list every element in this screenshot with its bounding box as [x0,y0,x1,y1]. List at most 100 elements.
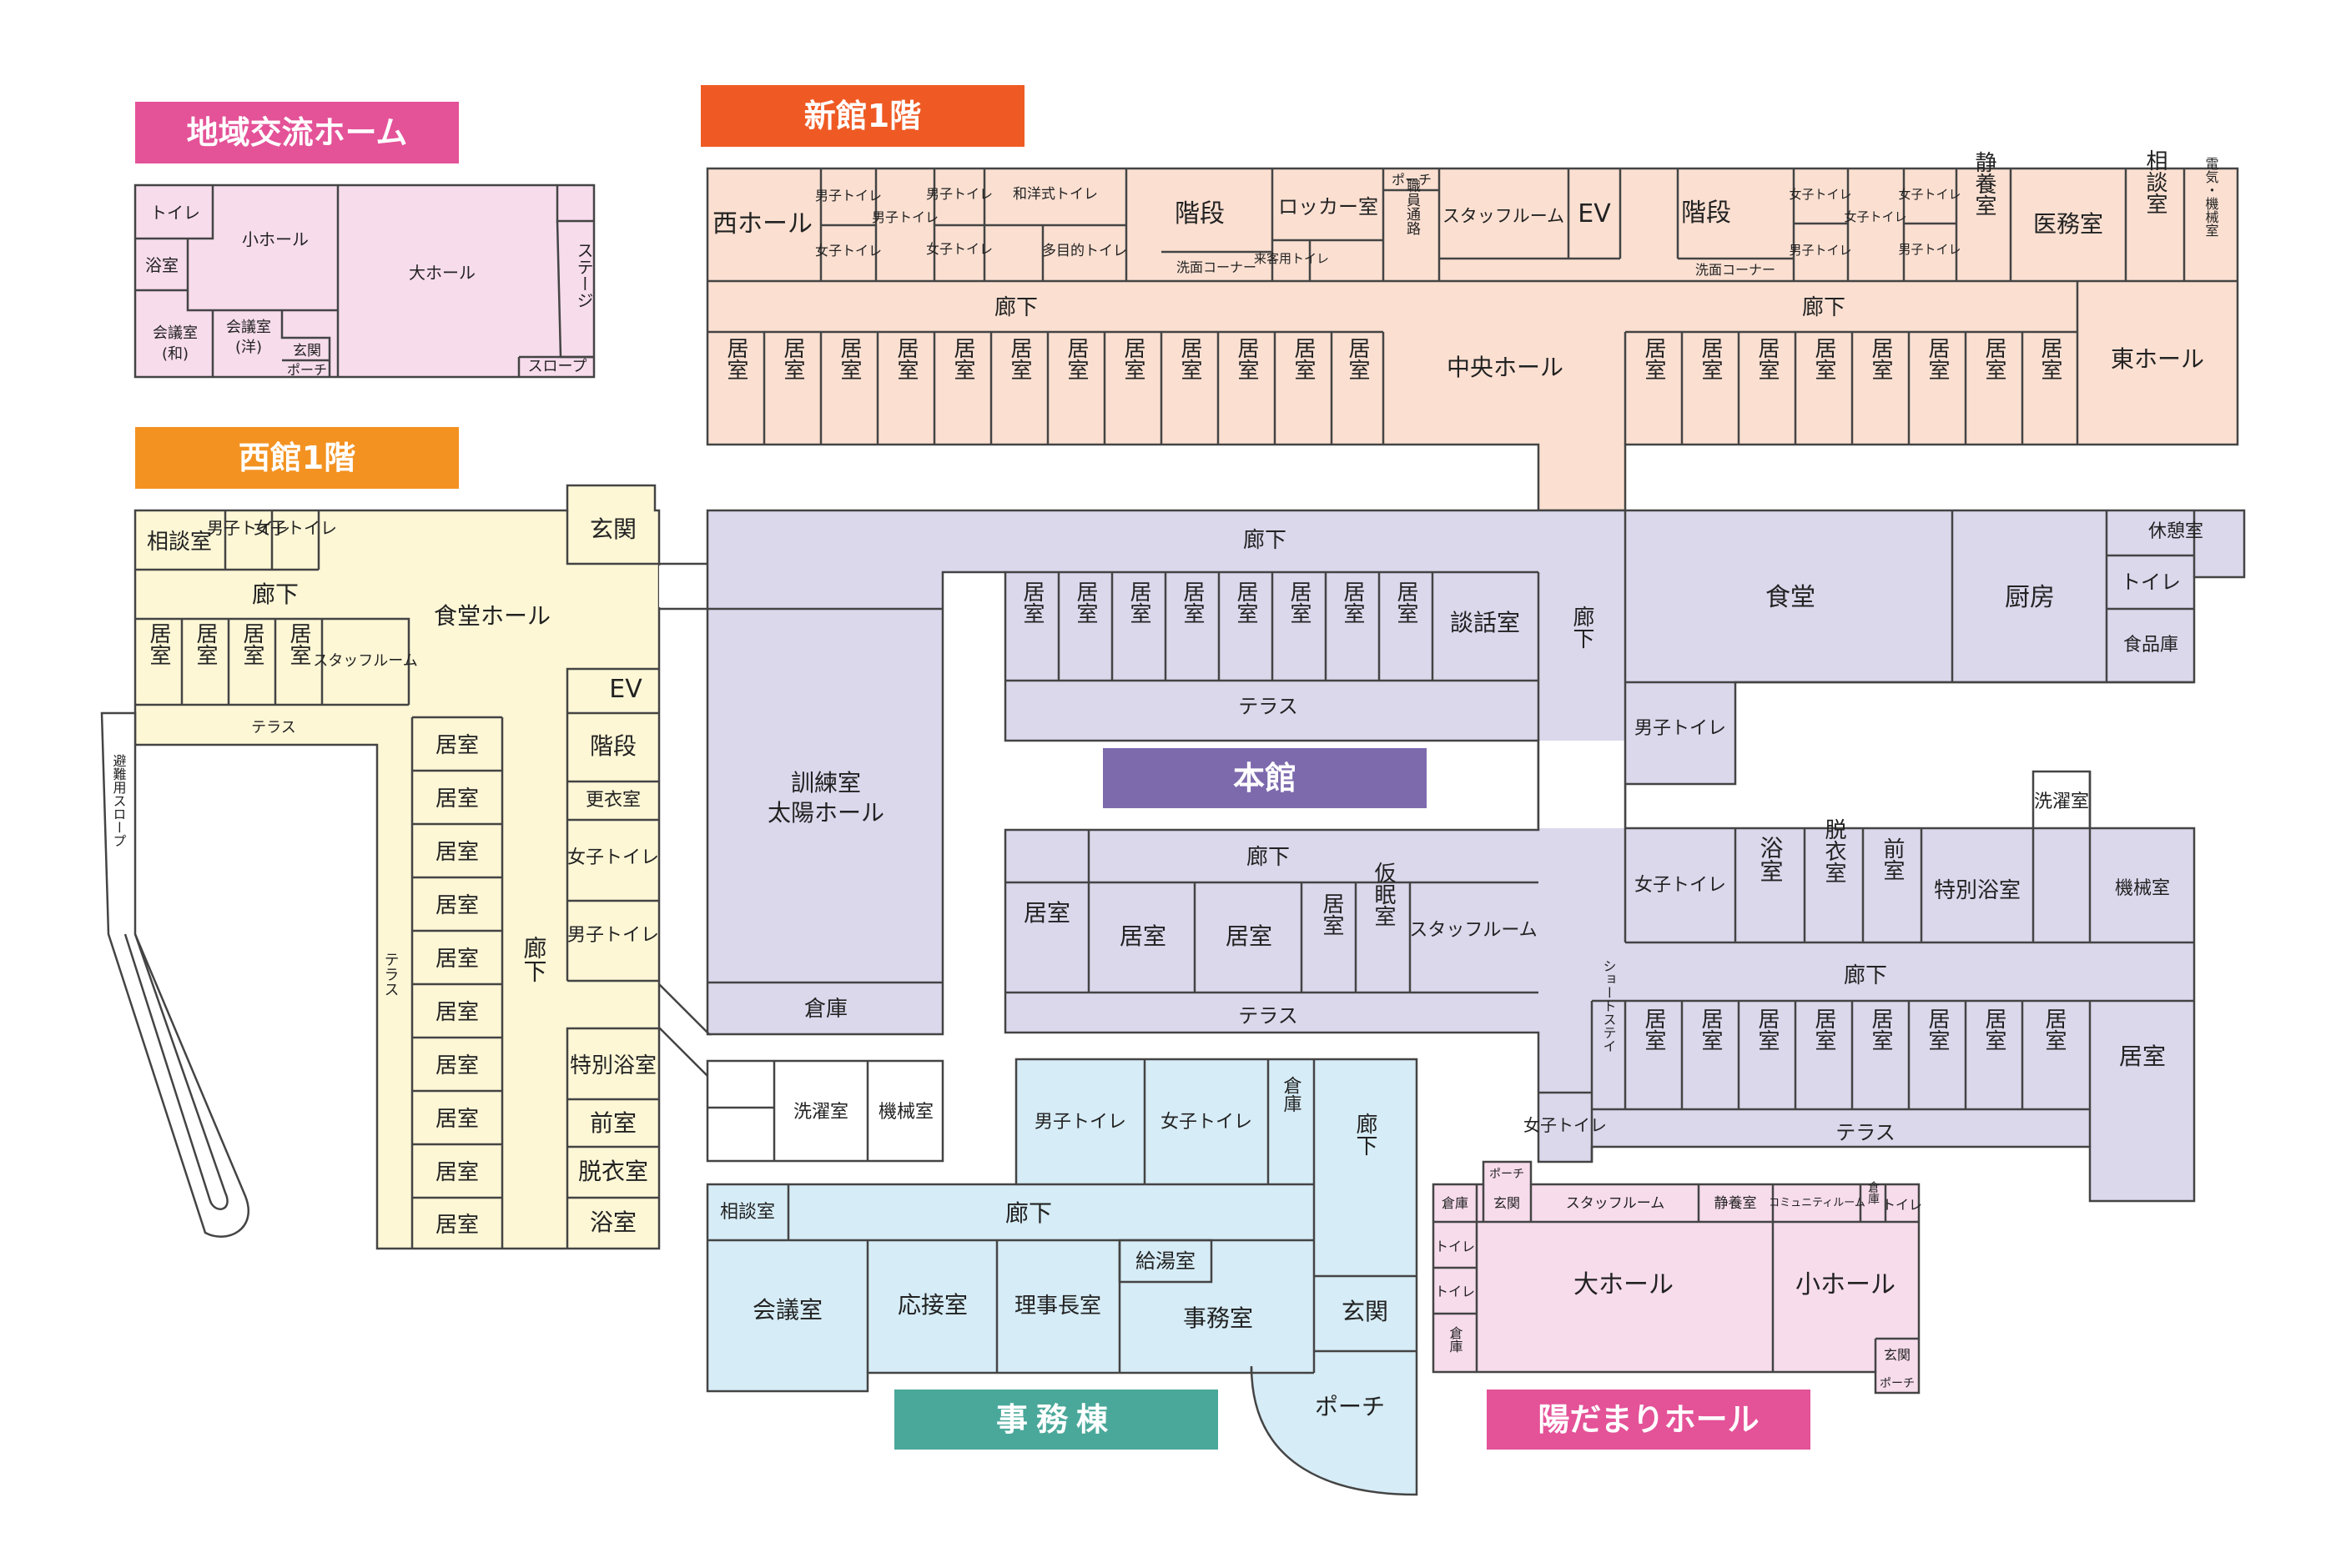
room-label: ロッカー室 [1278,195,1378,219]
corridor-label: 廊下 [1844,963,1887,988]
room-label: 休憩室 [2148,521,2203,542]
living-room-label: 居室 [1291,337,1316,380]
room-label: 訓練室 [791,769,861,797]
seikan-banner [135,427,459,489]
living-room-label: 居室 [1811,1008,1836,1051]
room-label: 女子トイレ [1634,875,1726,896]
honkan-banner-text: 本館 [1233,760,1296,797]
room-label: トイレ [1435,1284,1475,1299]
room-label: ポーチ [287,362,327,378]
room-label: 女子トイレ [567,847,659,868]
seikan-building: 西館1階 相談室 男子トイレ 女子トイレ 廊下 食堂ホール 玄関 スタッフルーム… [100,427,661,1250]
living-room-label: 居室 [435,893,479,918]
living-room-label: 居室 [1234,337,1259,380]
room-label: 和洋式トイレ [1013,186,1098,203]
honkan-banner [1103,748,1427,808]
room-label: 中央ホール [1447,354,1563,381]
living-room-label: 居室 [950,337,975,380]
living-room-label: 居室 [1126,580,1151,624]
room-label: 男子トイレ [1789,243,1851,258]
living-room-label: 居室 [1286,580,1311,624]
room-label: トイレ [1882,1197,1922,1213]
living-room-label: 居室 [2037,337,2062,380]
corridor-label: 廊下 [994,295,1038,320]
room-label: 洗面コーナー [1695,262,1775,278]
room-label: 食品庫 [2123,635,2178,656]
room-label: 小ホール [1795,1270,1895,1299]
living-room-label: 居室 [1393,580,1418,624]
room-label: 相談室 [2142,149,2167,214]
room-label: 倉庫 [1866,1181,1880,1204]
room-label: 避難用スロープ [111,754,127,847]
room-label: 浴室 [145,255,179,275]
community-banner [135,102,459,163]
jimu-building: 事務棟 男子トイレ 女子トイレ 倉庫 廊下 相談室 廊下 給湯室 会議室 応接室… [706,1058,1418,1496]
living-room-label: 居室 [837,337,862,380]
room-label: 特別浴室 [570,1053,657,1078]
living-room-label: 居室 [1226,922,1272,950]
living-room-label: 居室 [1868,337,1893,380]
living-room-label: 居室 [1177,337,1202,380]
room-label: 東ホール [2111,345,2204,373]
room-label: 特別浴室 [1934,878,2021,903]
room-label: 給湯室 [1135,1249,1196,1273]
room-label: 太陽ホール [768,799,884,827]
terrace-label: テラス [251,719,296,736]
room-label: 応接室 [898,1291,968,1319]
room-label: 浴室 [590,1209,637,1236]
room-label: 厨房 [2005,583,2055,612]
room-label: 静養室 [1971,151,1996,216]
living-room-label: 居室 [435,733,479,758]
room-label: 玄関 [590,515,637,543]
living-room-label: 居室 [1007,337,1032,380]
room-label: 食堂ホール [434,602,551,630]
terrace-label: テラス [1835,1121,1895,1144]
living-room-label: 居室 [1019,580,1045,624]
living-room-label: 居室 [723,337,748,380]
room-label: 玄関 [1342,1298,1388,1325]
room-label: 前室 [590,1109,637,1137]
room-label: 小ホール [242,229,309,249]
living-room-label: 居室 [1340,580,1365,624]
room-label: 男子トイレ [207,518,290,538]
hidamari-banner-text: 陽だまりホール [1538,1401,1759,1438]
living-room-label: 居室 [1755,1008,1780,1051]
living-room-label: 居室 [1180,580,1205,624]
living-room-label: 居室 [1811,337,1836,380]
shinkan-banner [701,85,1025,147]
community-outline [133,183,596,379]
living-room-label: 居室 [435,1160,479,1185]
room-label: 倉庫 [1447,1326,1463,1353]
room-label: EV [609,675,642,704]
room-label: (和) [162,345,189,363]
room-label: 大ホール [1573,1270,1674,1299]
corridor-label: 廊下 [1243,528,1286,553]
room-label: 階段 [1175,199,1225,229]
room-label: 談話室 [1450,609,1520,636]
room-label: 前室 [1880,837,1905,881]
living-room-label: 居室 [1024,899,1070,927]
corridor-label: 廊下 [1005,1199,1052,1227]
shinkan-building: 新館1階 西ホール 男子トイレ [701,85,2239,512]
seikan-banner-text: 西館1階 [239,440,355,476]
room-label: 男子トイレ [567,925,659,946]
room-label: 女子トイレ [1844,209,1906,224]
corridor-label: 廊下 [1569,606,1594,649]
room-label: 職員通路 [1403,178,1421,235]
terrace-label: テラス [1238,1004,1298,1028]
room-label: スタッフルーム [313,652,417,670]
living-room-label: 居室 [1120,337,1145,380]
room-label: 大ホール [409,263,476,283]
room-label: ステージ [574,242,594,309]
terrace-label: テラス [1238,695,1298,718]
community-home-building: 地域交流ホーム トイレ 小ホール 浴室 会議室 (和) 会議室 (洋) 玄関 ポ… [133,102,596,379]
room-label: 仮眠室 [1371,862,1396,927]
room-label: 玄関 [293,343,321,359]
room-label: 女子トイレ [254,518,337,538]
room-label: 男子トイレ [1035,1112,1126,1133]
room-label: 男子トイレ [872,209,939,225]
room-label: 男子トイレ [926,186,993,202]
room-label: スタッフルーム [1566,1195,1665,1212]
living-room-label: 居室 [435,840,479,865]
